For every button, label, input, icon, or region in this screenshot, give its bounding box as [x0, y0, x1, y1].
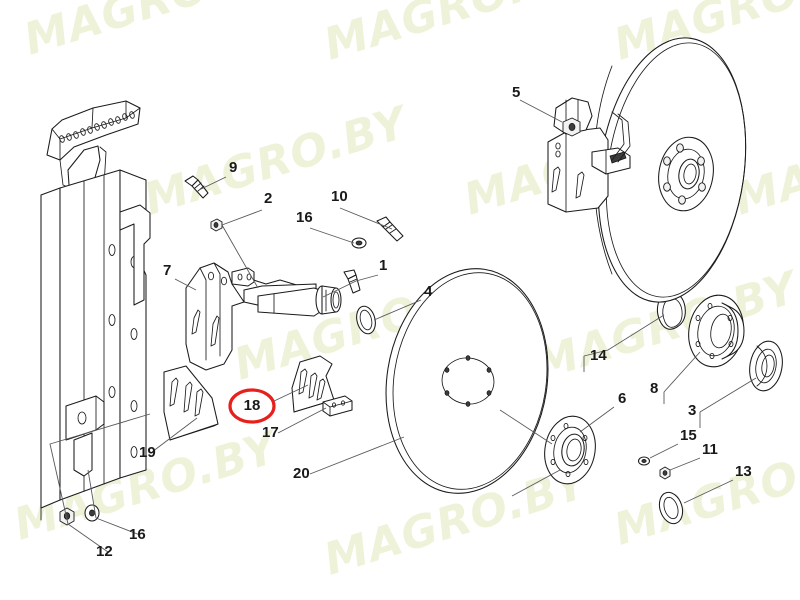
bolt-9 [184, 175, 209, 199]
callout-number-1: 1 [379, 257, 387, 274]
upper-disc-assembly-5 [547, 37, 747, 303]
nut-2 [210, 218, 223, 232]
bolt-1 [343, 269, 361, 294]
callout-number-2: 2 [264, 190, 272, 207]
hub-flange-6 [544, 415, 596, 485]
disc-bracket-plate [547, 97, 631, 213]
seal-ring-13 [658, 491, 684, 525]
callout-number-5: 5 [512, 84, 520, 101]
callout-number-19: 19 [139, 444, 156, 461]
bearing-3 [749, 340, 783, 392]
callout-number-3: 3 [688, 402, 696, 419]
disc-blade-20 [385, 268, 549, 494]
clamp-plate-17 [322, 395, 353, 417]
callout-number-9: 9 [229, 159, 237, 176]
serrated-top-plate [46, 100, 141, 161]
callout-number-15: 15 [680, 427, 697, 444]
seal-ring-4 [356, 305, 376, 335]
hub-housing-8 [688, 294, 745, 368]
callout-number-7: 7 [163, 262, 171, 279]
mounting-bracket-7 [185, 262, 245, 371]
callout-number-4: 4 [424, 283, 433, 300]
washer-15 [637, 456, 651, 466]
axle-stub [315, 285, 342, 315]
leader-lines [49, 99, 757, 553]
callout-number-18: 18 [244, 397, 261, 414]
callout-number-10: 10 [331, 188, 348, 205]
callout-number-6: 6 [618, 390, 626, 407]
callout-number-13: 13 [735, 463, 752, 480]
callout-number-16: 16 [129, 526, 146, 543]
callout-number-8: 8 [650, 380, 658, 397]
arm-tube-assembly [231, 267, 342, 317]
callout-number-17: 17 [262, 424, 279, 441]
callout-number-20: 20 [293, 465, 310, 482]
scraper-blade-19 [163, 365, 219, 441]
upper-hub-flange [658, 136, 714, 212]
lower-bracket-block [65, 395, 105, 477]
callout-number-11: 11 [702, 441, 718, 458]
highlight-ellipse-part-18 [228, 388, 276, 424]
callout-number-14: 14 [590, 347, 607, 364]
nut-11 [659, 466, 671, 480]
callout-number-16: 16 [296, 209, 313, 226]
callout-number-12: 12 [96, 543, 113, 560]
frame-upright-assembly [40, 100, 151, 521]
washer-16-upper [351, 237, 367, 249]
